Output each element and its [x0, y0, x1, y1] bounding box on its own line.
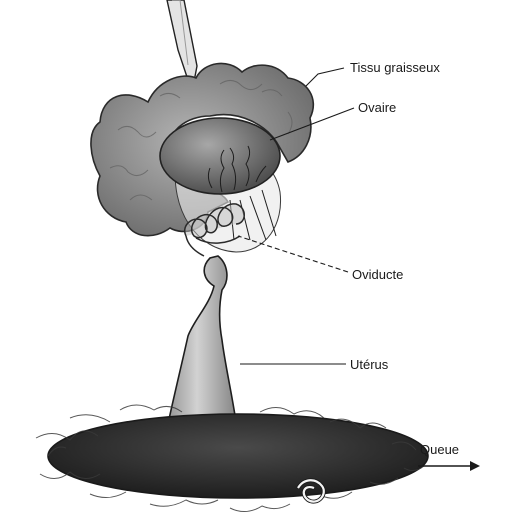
- label-tail: Queue: [420, 442, 459, 457]
- label-ovary: Ovaire: [358, 100, 396, 115]
- arrow-head-icon: [470, 461, 480, 471]
- label-fat-tissue: Tissu graisseux: [350, 60, 440, 75]
- label-oviduct: Oviducte: [352, 267, 403, 282]
- leader-oviduct: [238, 236, 348, 272]
- tail-arrow: [418, 461, 480, 471]
- label-uterus: Utérus: [350, 357, 389, 372]
- leader-fat: [306, 68, 344, 86]
- nest-hole: [36, 405, 428, 512]
